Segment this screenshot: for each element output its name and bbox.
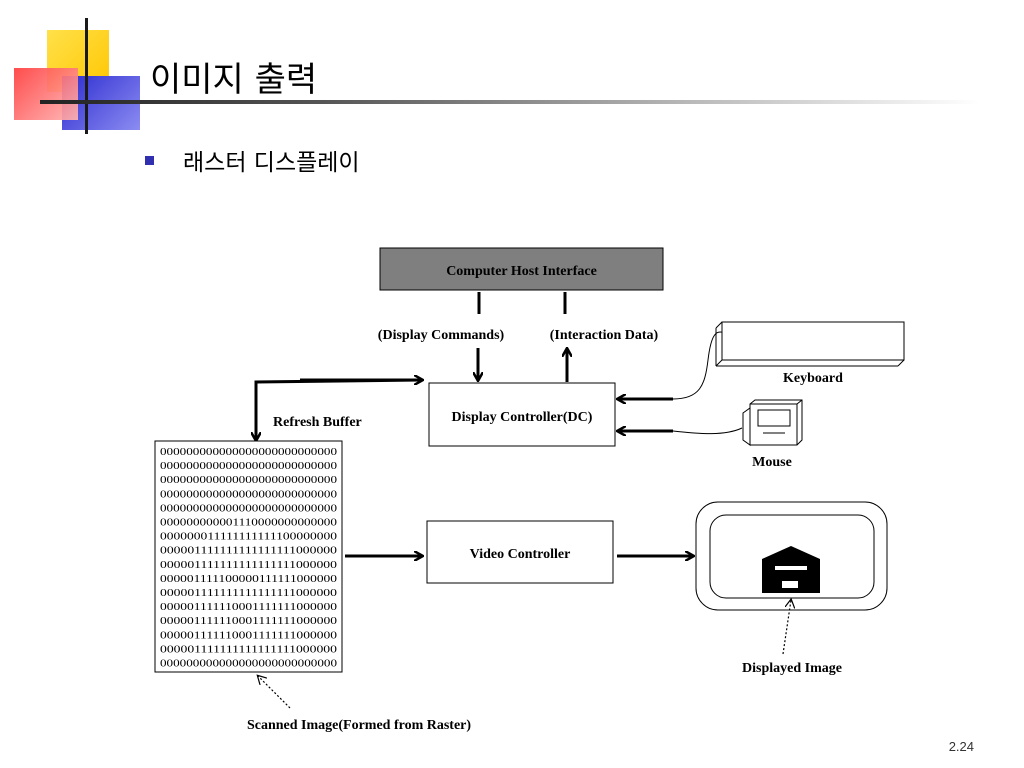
buffer-row: 000000000000000000000000000 — [160, 474, 338, 486]
buffer-row: 000001111111111111111000000 — [160, 559, 338, 571]
displayed-image-label: Displayed Image — [742, 661, 842, 676]
buffer-row: 000000000000000000000000000 — [160, 446, 338, 458]
mouse-cable — [672, 427, 743, 435]
display-commands-label: (Display Commands) — [378, 328, 505, 343]
keyboard-cable — [672, 331, 727, 400]
interaction-data-label: (Interaction Data) — [550, 328, 659, 343]
buffer-row: 000001111111111111111000000 — [160, 545, 338, 557]
display-controller-label: Display Controller(DC) — [452, 410, 593, 425]
host-interface-label: Computer Host Interface — [446, 264, 597, 279]
keyboard-icon — [715, 321, 905, 367]
title-underline — [40, 100, 980, 104]
buffer-row: 000001111110001111111000000 — [160, 601, 338, 613]
decor-vertical-line — [85, 18, 88, 134]
buffer-row: 000001111110001111111000000 — [160, 629, 338, 641]
scanned-image-label: Scanned Image(Formed from Raster) — [247, 718, 471, 733]
buffer-row: 000001111110001111111000000 — [160, 615, 338, 627]
displayed-image-pointer — [782, 600, 791, 655]
refresh-buffer-label: Refresh Buffer — [273, 415, 362, 430]
bullet-marker — [145, 156, 154, 165]
buffer-row: 000000000000000000000000000 — [160, 460, 338, 472]
buffer-row: 000001111111111111111000000 — [160, 643, 338, 655]
buffer-row: 000000000000000000000000000 — [160, 488, 338, 500]
mouse-icon — [742, 399, 803, 446]
page-number: 2.24 — [948, 739, 974, 754]
host-interface-box — [379, 247, 664, 291]
scanned-image-pointer — [258, 676, 291, 709]
refresh-buffer-box — [154, 440, 343, 673]
bullet-text: 래스터 디스플레이 — [183, 150, 360, 176]
slide-title: 이미지 출력 — [150, 60, 318, 100]
house-icon — [762, 546, 820, 593]
decor-red-square — [14, 68, 78, 120]
video-controller-box — [426, 520, 614, 584]
video-controller-label: Video Controller — [470, 547, 571, 562]
buffer-row: 000000011111111111100000000 — [160, 531, 338, 543]
buffer-row: 000000000000000000000000000 — [160, 658, 338, 670]
refresh-buffer-bits: 000000000000000000000000000 0000000000000… — [160, 446, 338, 670]
dc-buffer-path — [254, 378, 421, 440]
buffer-row: 000001111100000111111000000 — [160, 573, 338, 585]
buffer-row: 000001111111111111111000000 — [160, 587, 338, 599]
display-controller-box — [428, 382, 616, 447]
buffer-row: 000000000000000000000000000 — [160, 502, 338, 514]
keyboard-label: Keyboard — [783, 371, 843, 386]
buffer-row: 000000000001110000000000000 — [160, 517, 338, 529]
mouse-label: Mouse — [752, 455, 792, 470]
